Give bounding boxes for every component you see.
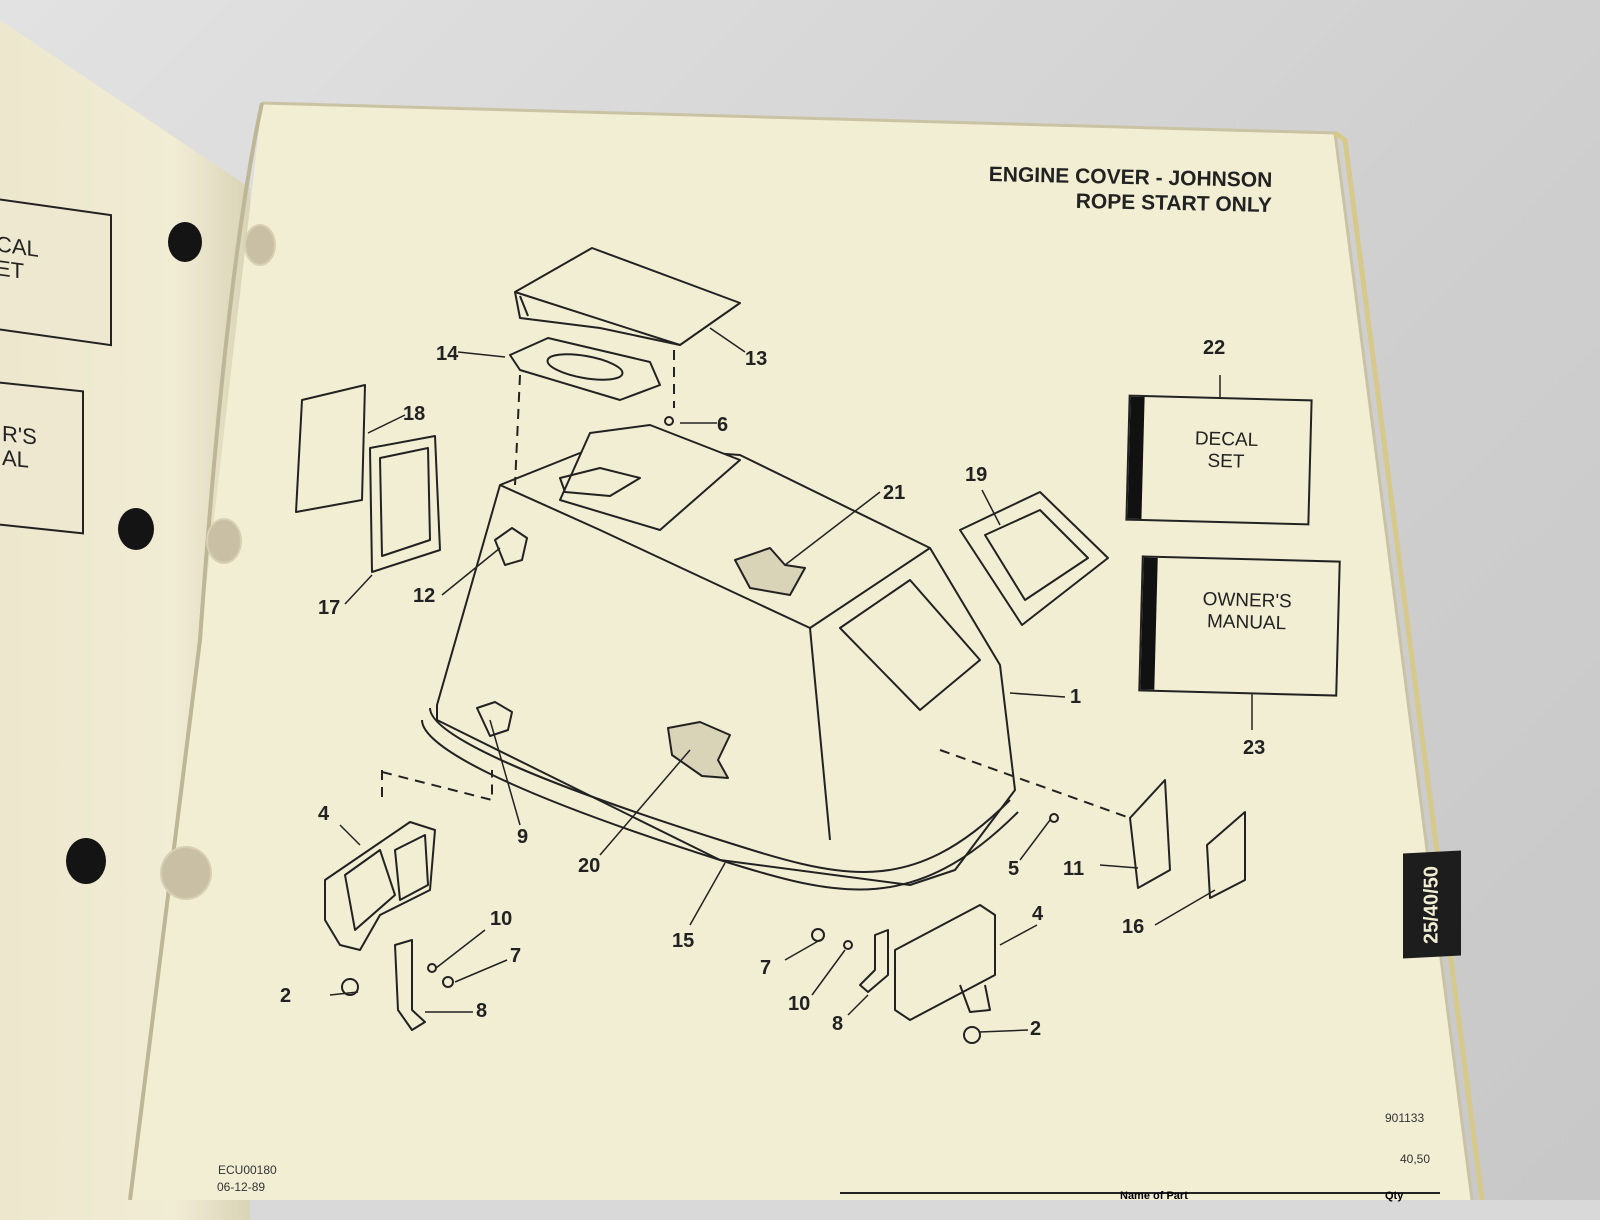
- screw-right: [811, 928, 825, 942]
- binder-hole-right-top: [244, 224, 276, 266]
- drawing-number: 901133: [1385, 1111, 1425, 1125]
- owners-manual-box: OWNER'S MANUAL: [1138, 555, 1341, 697]
- callout-8-left: 8: [476, 1000, 488, 1022]
- clip-left: [394, 939, 426, 1031]
- decal-box-line2: SET: [1207, 450, 1245, 473]
- callout-14: 14: [436, 343, 459, 365]
- gasket-sheet: [295, 384, 366, 513]
- callout-18: 18: [403, 403, 426, 425]
- bracket-right: [894, 904, 996, 1021]
- footer-date: 06-12-89: [217, 1180, 266, 1194]
- callout-9: 9: [517, 826, 529, 848]
- grommet-right: [963, 1026, 981, 1044]
- callout-6: 6: [717, 414, 729, 436]
- callout-23: 23: [1243, 737, 1266, 759]
- section-tab-label: 25/40/50: [1420, 865, 1443, 945]
- table-qty-column: Qty: [1385, 1190, 1404, 1202]
- binder-hole-left-bot: [66, 838, 106, 884]
- callout-22: 22: [1203, 337, 1226, 359]
- grommet-lower: [476, 701, 513, 737]
- callout-21: 21: [883, 482, 906, 504]
- callout-17: 17: [318, 597, 341, 619]
- callout-7-right: 7: [760, 957, 772, 979]
- table-name-column: Name of Part: [1120, 1190, 1188, 1202]
- binder-hole-left-mid: [118, 508, 154, 550]
- grommet-upper: [494, 527, 528, 566]
- screw-left: [442, 976, 454, 988]
- callout-7-left: 7: [510, 945, 522, 967]
- access-panel-sheet: [1206, 811, 1246, 899]
- callout-13: 13: [745, 348, 768, 370]
- callout-15: 15: [672, 930, 695, 952]
- assembly-lines: [381, 350, 1131, 819]
- callout-8-right: 8: [832, 1013, 844, 1035]
- manual-box-line2: MANUAL: [1206, 611, 1287, 635]
- callout-11: 11: [1063, 858, 1085, 880]
- binder-hole-left-top: [168, 222, 202, 262]
- engine-cover-hood: [421, 424, 1019, 891]
- foam-pad-upper: [734, 547, 806, 596]
- bracket-left: [324, 821, 436, 951]
- callout-2-right: 2: [1030, 1018, 1042, 1040]
- side-window: [959, 491, 1109, 626]
- decal-set-box: DECAL SET: [1125, 394, 1313, 526]
- callout-5: 5: [1008, 858, 1020, 880]
- screw-6: [664, 416, 674, 426]
- footer-code: ECU00180: [218, 1163, 277, 1177]
- grommet-left: [341, 978, 359, 996]
- clip-right: [859, 929, 889, 993]
- callout-12: 12: [413, 585, 436, 607]
- binder-hole-right-mid: [206, 518, 242, 564]
- parts-table-header: Name of Part Qty: [840, 1190, 1440, 1202]
- callout-10-left: 10: [490, 908, 513, 930]
- callout-16: 16: [1122, 916, 1145, 938]
- binder-hole-right-bot: [160, 846, 212, 900]
- rope-handle-bezel: [509, 337, 661, 401]
- leader-lines: [329, 327, 1253, 1033]
- callout-19: 19: [965, 464, 988, 486]
- callout-10-right: 10: [788, 993, 811, 1015]
- page-models: 40,50: [1400, 1152, 1431, 1166]
- access-panel-frame: [1129, 779, 1171, 889]
- washer-right: [843, 940, 853, 950]
- access-frame: [369, 435, 441, 573]
- foam-pad-lower: [667, 721, 731, 779]
- callout-4-left: 4: [318, 803, 330, 825]
- callout-1: 1: [1070, 686, 1082, 708]
- washer-left: [427, 963, 437, 973]
- callout-2-left: 2: [280, 985, 292, 1007]
- screw-5: [1049, 813, 1059, 823]
- callout-20: 20: [578, 855, 601, 877]
- top-cover-plate: [514, 247, 741, 346]
- section-tab: 25/40/50: [1403, 850, 1461, 959]
- callout-4-right: 4: [1032, 903, 1044, 925]
